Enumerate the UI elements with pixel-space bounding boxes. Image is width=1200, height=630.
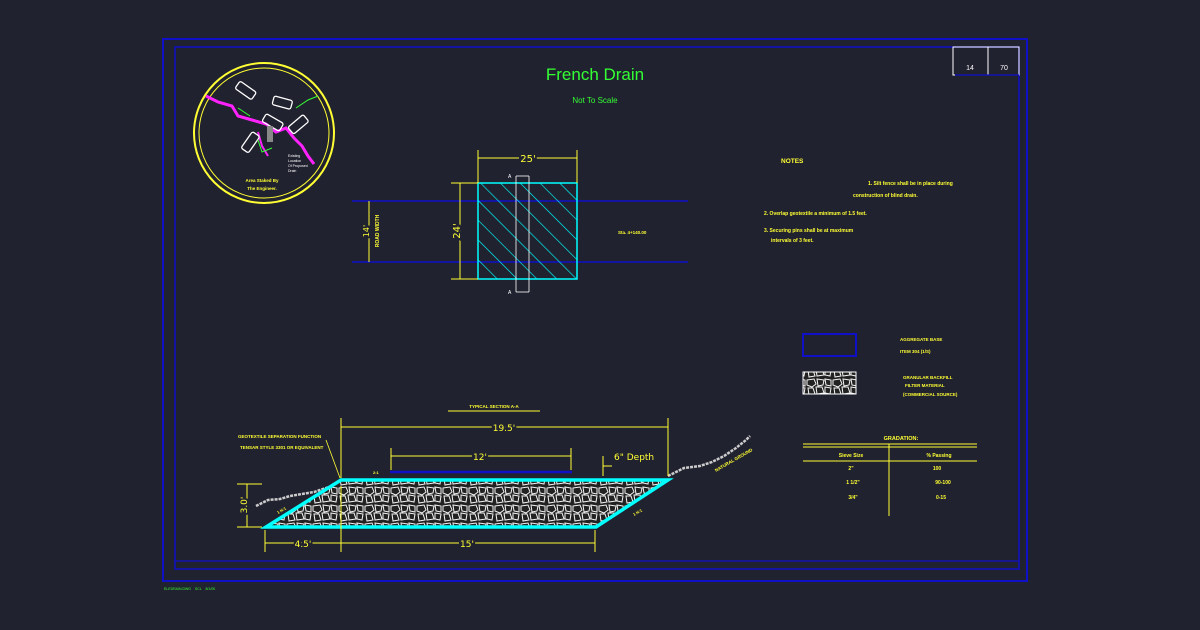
- section-bottom-width: 15': [460, 540, 474, 550]
- natural-ground-right: [667, 435, 751, 478]
- gradation-header-sieve: Sieve Size: [839, 453, 864, 459]
- notes-heading: NOTES: [781, 158, 804, 165]
- key-map-note: Drain: [288, 169, 296, 173]
- key-map-caption: The Engineer.: [247, 186, 277, 191]
- section-top-width: 19.5': [493, 424, 516, 434]
- legend-aggregate-label: ITEM 304 (1/S): [900, 349, 931, 354]
- sheet-number-box: 14 70: [952, 46, 1020, 76]
- legend-backfill-label: (COMMERCIAL SOURCE): [903, 392, 958, 397]
- gradation-cell: 100: [933, 466, 942, 472]
- station-label: Sta. 4+140.00: [618, 230, 647, 235]
- drawing-subtitle: Not To Scale: [572, 96, 618, 105]
- road-width-value: 14': [362, 225, 371, 237]
- inner-border: [174, 46, 1020, 570]
- drain-backfill: [259, 478, 674, 529]
- section-left-offset: 4.5': [295, 540, 312, 550]
- section-mid-width: 12': [473, 453, 487, 463]
- notes: NOTES 1. Silt fence shall be in place du…: [764, 158, 953, 244]
- gradation-cell: 90-100: [935, 480, 951, 486]
- gradation-table: GRADATION: Sieve Size % Passing 2" 100 1…: [803, 436, 977, 516]
- gradation-cell: 2": [848, 466, 854, 472]
- note-line: 3. Securing pins shall be at maximum: [764, 228, 854, 234]
- plan-width-dimension: 25': [520, 154, 535, 165]
- section-height: 3.0': [240, 497, 250, 514]
- gradation-cell: 1 1/2": [846, 480, 860, 486]
- key-map-note: Existing: [288, 154, 300, 158]
- note-line: 2. Overlap geotextile a minimum of 1.5 f…: [764, 211, 867, 217]
- geotextile-label: TENSAR STYLE 3301 OR EQUIVALENT: [240, 445, 324, 450]
- geotextile-label: GEOTEXTILE SEPARATION FUNCTION: [238, 434, 321, 439]
- section-mark-bottom: A: [508, 290, 512, 296]
- slope-top-label: 2:1: [373, 470, 380, 475]
- typical-section: TYPICAL SECTION A-A 19.5' 12' 6" Depth 3…: [237, 404, 754, 552]
- legend-backfill-label: GRANULAR BACKFILL: [903, 375, 953, 380]
- gradation-header-passing: % Passing: [926, 453, 951, 459]
- sheet-number: 14: [966, 65, 974, 72]
- key-map: Existing Location Of Proposed Drain Area…: [193, 62, 335, 204]
- road-width-label: ROAD WIDTH: [375, 214, 381, 247]
- plan-view: A A 25' 24' 14' ROAD WIDTH Sta. 4+140.00: [352, 150, 688, 296]
- plan-height-dimension: 24': [452, 223, 463, 238]
- key-map-note: Location: [288, 159, 301, 163]
- drawing-title: French Drain: [546, 65, 644, 84]
- slope-right-label: 1 H:1: [632, 507, 644, 517]
- sheet-total: 70: [1000, 65, 1008, 72]
- outer-border: [162, 38, 1028, 582]
- gradation-cell: 3/4": [848, 495, 858, 501]
- legend-aggregate-swatch: [802, 333, 857, 357]
- natural-ground-label: NATURAL GROUND: [714, 447, 754, 473]
- section-title: TYPICAL SECTION A-A: [469, 404, 519, 409]
- legend-backfill-swatch: [802, 371, 857, 395]
- key-map-caption: Area Staked By: [245, 178, 279, 183]
- section-mark-top: A: [508, 174, 512, 180]
- legend: AGGREGATE BASE ITEM 304 (1/S) GRANULAR B…: [802, 333, 958, 397]
- note-line: construction of blind drain.: [853, 193, 918, 199]
- slope-left-label: 1 H:1: [276, 505, 288, 515]
- gradation-title: GRADATION:: [884, 436, 919, 442]
- note-line: 1. Silt fence shall be in place during: [868, 181, 953, 187]
- footer-file-info: ELEDRAIN.DWG SCL 8/1/00: [164, 587, 215, 591]
- note-line: intervals of 3 feet.: [771, 238, 814, 244]
- section-depth-label: 6" Depth: [614, 453, 654, 463]
- gradation-cell: 0-15: [936, 495, 946, 501]
- legend-aggregate-label: AGGREGATE BASE: [900, 337, 942, 342]
- key-map-note: Of Proposed: [288, 164, 308, 168]
- legend-backfill-label: FILTER MATERIAL: [905, 383, 945, 388]
- plan-drain-area: [477, 182, 578, 280]
